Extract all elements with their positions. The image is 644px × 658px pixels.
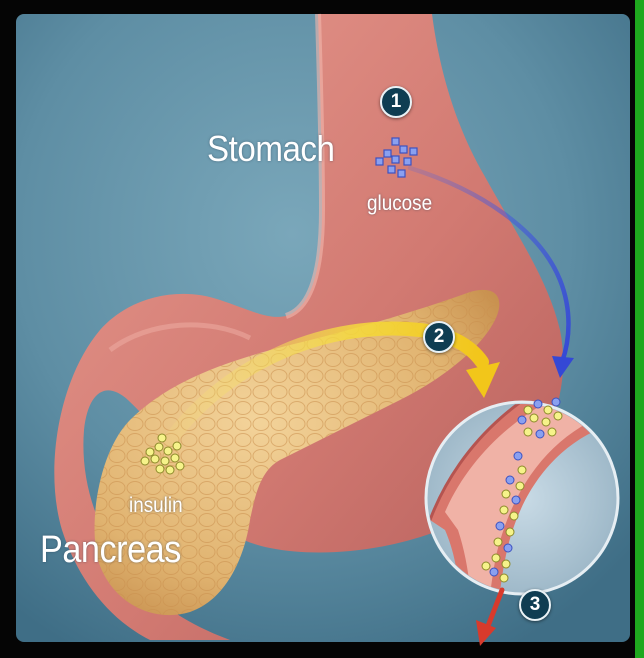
step-3-badge: 3: [519, 589, 551, 621]
step-2-badge: 2: [423, 321, 455, 353]
step-1-badge: 1: [380, 86, 412, 118]
insulin-label: insulin: [129, 495, 183, 516]
glucose-label: glucose: [367, 193, 432, 214]
pancreas-label: Pancreas: [40, 531, 181, 569]
stomach-label: Stomach: [207, 131, 334, 167]
